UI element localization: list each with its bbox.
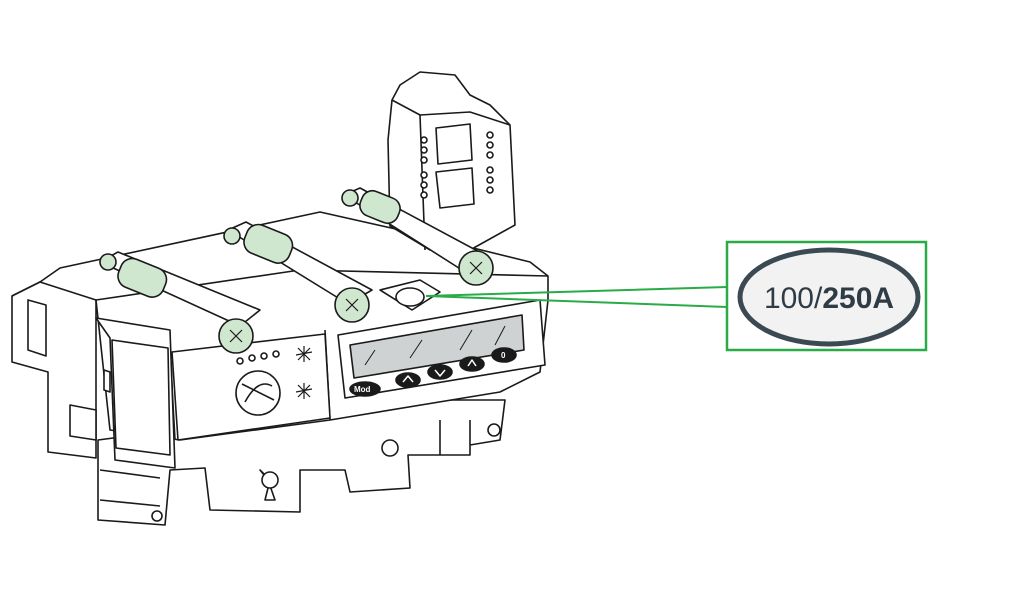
terminal-screw-right bbox=[341, 187, 494, 286]
rating-plug bbox=[379, 279, 441, 311]
down-button[interactable] bbox=[427, 364, 453, 380]
reset-button[interactable]: 0 bbox=[491, 347, 517, 363]
front-dial-plate bbox=[171, 333, 331, 441]
lcd-panel bbox=[337, 299, 546, 399]
connector-pins-right bbox=[486, 131, 494, 194]
rating-prefix: 100/ bbox=[764, 282, 823, 315]
led-starburst-top bbox=[295, 346, 313, 362]
reset-button-label: 0 bbox=[501, 351, 506, 360]
callout-leader-lines bbox=[425, 286, 728, 308]
keypad: Mod 0 bbox=[349, 347, 517, 397]
mode-button[interactable]: Mod bbox=[349, 381, 381, 397]
rating-oval bbox=[737, 247, 921, 347]
trip-unit-illustration: Mod 0 bbox=[11, 71, 549, 526]
auxiliary-connector-block bbox=[387, 71, 516, 251]
rating-callout: 100/250A bbox=[425, 240, 928, 352]
connector-pins-left bbox=[420, 136, 428, 199]
rating-label: 100/250A bbox=[764, 282, 894, 315]
enter-button[interactable] bbox=[459, 356, 485, 372]
mode-button-label: Mod bbox=[354, 385, 371, 394]
left-side-block bbox=[11, 281, 97, 459]
terminal-screw-left bbox=[99, 251, 261, 354]
left-terminal-cover bbox=[95, 317, 176, 469]
terminal-screw-middle bbox=[223, 221, 373, 323]
up-button[interactable] bbox=[395, 372, 421, 388]
led-starburst-bottom bbox=[295, 383, 313, 399]
rating-value: 250A bbox=[822, 282, 894, 315]
lcd-screen bbox=[349, 314, 525, 379]
